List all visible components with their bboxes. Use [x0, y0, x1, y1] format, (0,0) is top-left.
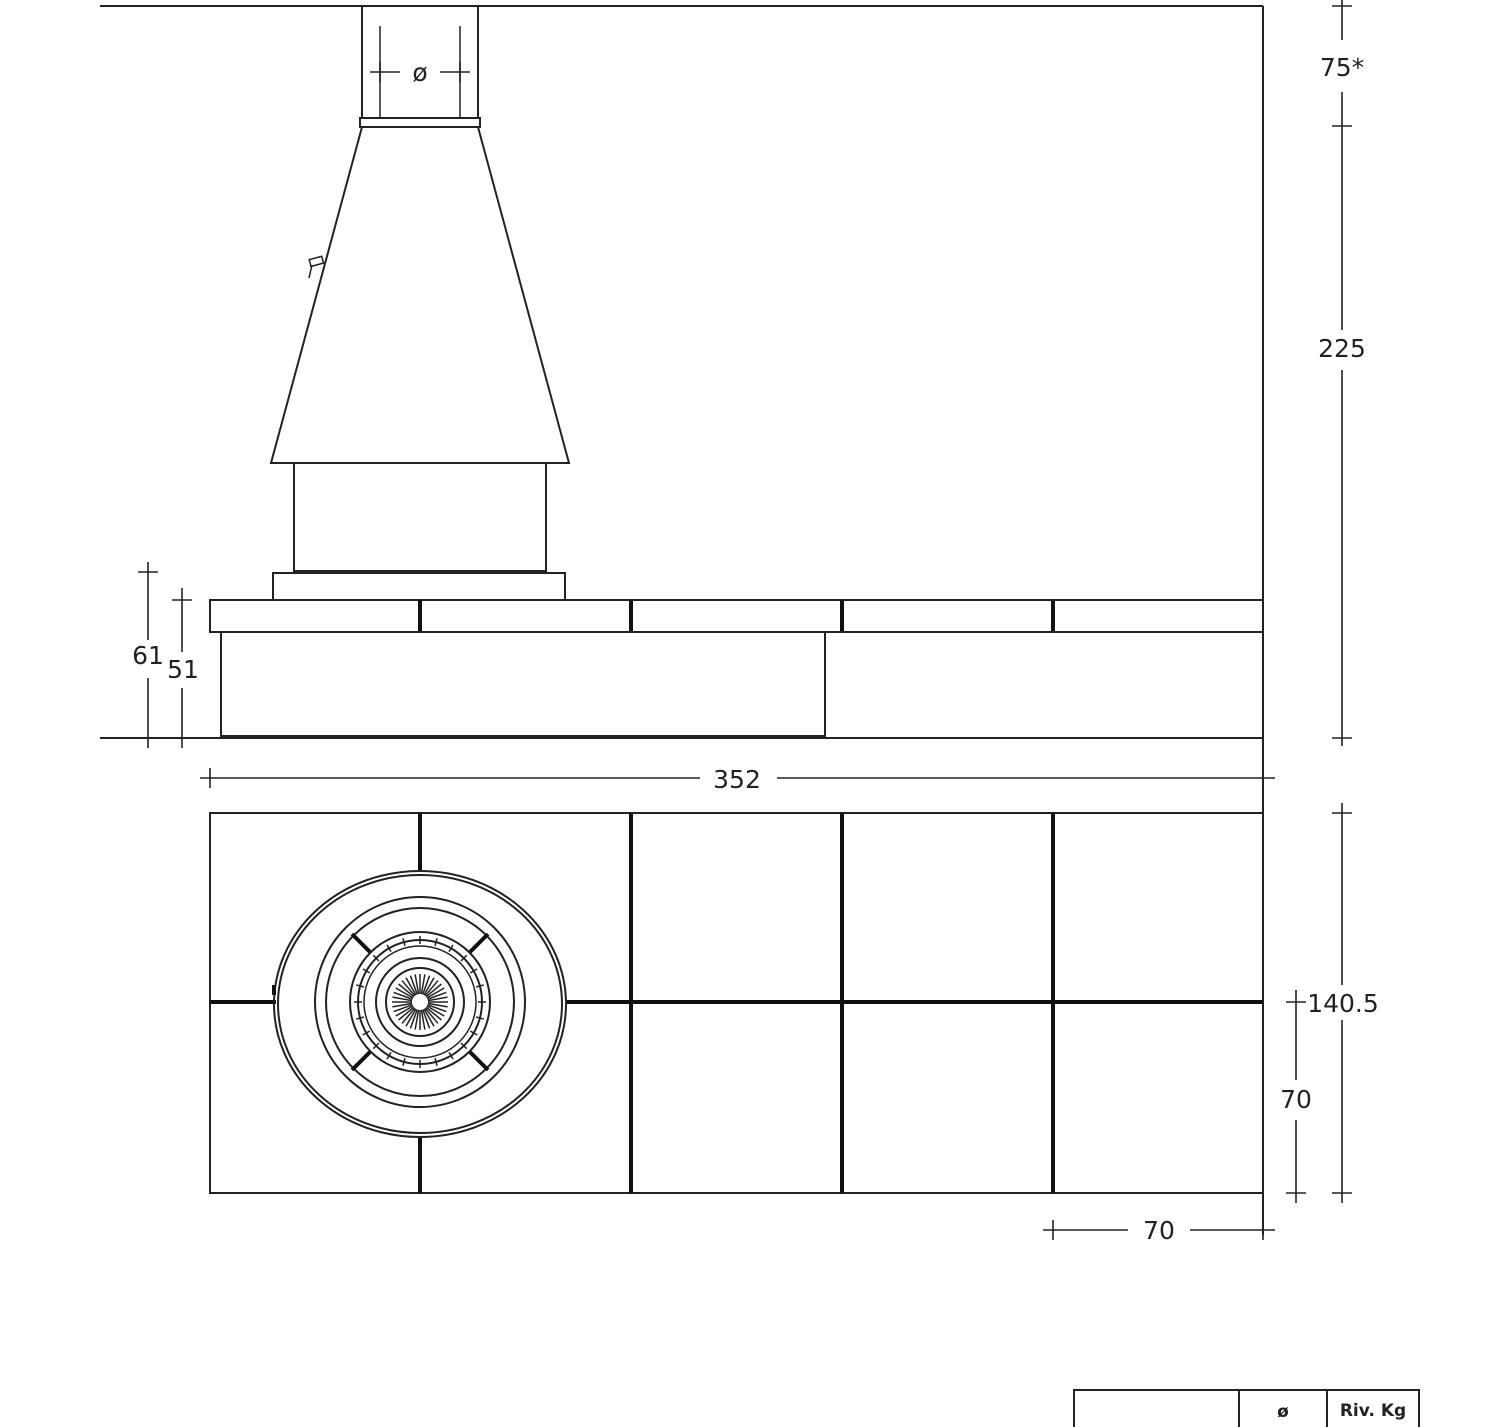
- burner-slot: [401, 1007, 416, 1024]
- burner-slot: [409, 1009, 418, 1029]
- base-height-label: 61: [132, 641, 164, 670]
- burner-slot: [395, 987, 414, 999]
- burner-slot: [414, 974, 420, 995]
- grate-tick: [386, 1051, 392, 1060]
- burner-slot: [409, 975, 418, 995]
- burner-slot: [393, 991, 413, 1000]
- grate-tick: [448, 1051, 454, 1060]
- burner-slot: [425, 1006, 442, 1021]
- burner-slot: [427, 991, 447, 1000]
- burner-slot: [392, 996, 413, 1002]
- fire-pit-top: [272, 870, 567, 1138]
- burner-slot: [405, 1008, 417, 1027]
- burner-slot: [422, 975, 431, 995]
- half-depth-label: 70: [1280, 1085, 1312, 1114]
- burner-slot: [392, 1002, 413, 1008]
- grate-tick: [448, 944, 454, 953]
- grate-tick: [386, 944, 392, 953]
- burner-slot: [427, 1004, 447, 1013]
- grate-tick: [402, 938, 406, 947]
- burner-slot: [423, 977, 435, 996]
- burner-slot: [424, 980, 439, 997]
- burner-slot: [427, 1002, 448, 1008]
- height-dimension-right: 75* 225: [1318, 0, 1366, 746]
- burner-center: [385, 967, 455, 1037]
- grate-ticks: [354, 936, 486, 1068]
- burner-slot: [427, 996, 448, 1002]
- burner-slot: [420, 1009, 426, 1030]
- burner-slot: [405, 977, 417, 996]
- bench-body: [220, 631, 826, 737]
- grate-tick: [475, 1016, 484, 1020]
- burner-slot: [393, 1004, 413, 1013]
- total-width-label: 352: [713, 765, 761, 794]
- burner-slot: [426, 1005, 445, 1017]
- grate-tick: [469, 1030, 478, 1036]
- flue-diameter-label: ø: [412, 58, 427, 87]
- bench-width-label: 70: [1143, 1216, 1175, 1245]
- burner-slot: [398, 983, 415, 998]
- depth-dimension: 140.5: [1307, 803, 1379, 1203]
- burner-slot: [422, 1009, 431, 1029]
- hood-collar: [359, 117, 481, 128]
- grate-tick: [469, 968, 478, 974]
- grate-tick: [372, 954, 380, 962]
- damper-handle: [308, 255, 325, 279]
- total-depth-label: 140.5: [1307, 989, 1379, 1018]
- burner-slots: [392, 974, 448, 1030]
- width-dimension: 352: [200, 765, 1275, 794]
- seat-height-label: 51: [167, 655, 199, 684]
- total-height-label: 225: [1318, 334, 1366, 363]
- grate-tick: [434, 1057, 438, 1066]
- firebox: [293, 462, 547, 572]
- grate-tick: [362, 1030, 371, 1036]
- flue-height-label: 75*: [1320, 53, 1364, 82]
- grate-tick: [475, 984, 484, 988]
- hood-cone: [269, 126, 571, 464]
- grate-tick: [434, 938, 438, 947]
- grate-tick: [356, 984, 365, 988]
- burner-slot: [424, 1007, 439, 1024]
- front-elevation: ø: [100, 5, 1264, 1235]
- grate-tick: [460, 1042, 468, 1050]
- bench-width-dimension: 70: [1043, 1216, 1275, 1245]
- burner-slot: [395, 1005, 414, 1017]
- diameter-header: ø: [1277, 1402, 1289, 1422]
- hood-outline-circle: [273, 870, 567, 1138]
- flue-pipe: ø: [361, 6, 479, 118]
- burner-slot: [398, 1006, 415, 1021]
- burner-slot: [414, 1009, 420, 1030]
- weight-header: Riv. Kg: [1340, 1401, 1406, 1421]
- plan-view: [209, 812, 1264, 1194]
- burner-slot: [425, 983, 442, 998]
- burner-slot: [401, 980, 416, 997]
- height-dimension-left: 61 51: [132, 562, 199, 748]
- half-depth-dimension: 70: [1280, 990, 1312, 1203]
- grate-tick: [460, 954, 468, 962]
- burner-slot: [420, 974, 426, 995]
- grate-tick: [402, 1057, 406, 1066]
- burner-slot: [426, 987, 445, 999]
- bench-top-slab: [209, 599, 1264, 633]
- grate-tick: [362, 968, 371, 974]
- title-block: ø Riv. Kg: [1073, 1389, 1420, 1427]
- hearth-base: [272, 572, 566, 601]
- grate-tick: [356, 1016, 365, 1020]
- grate-tick: [372, 1042, 380, 1050]
- burner-slot: [423, 1008, 435, 1027]
